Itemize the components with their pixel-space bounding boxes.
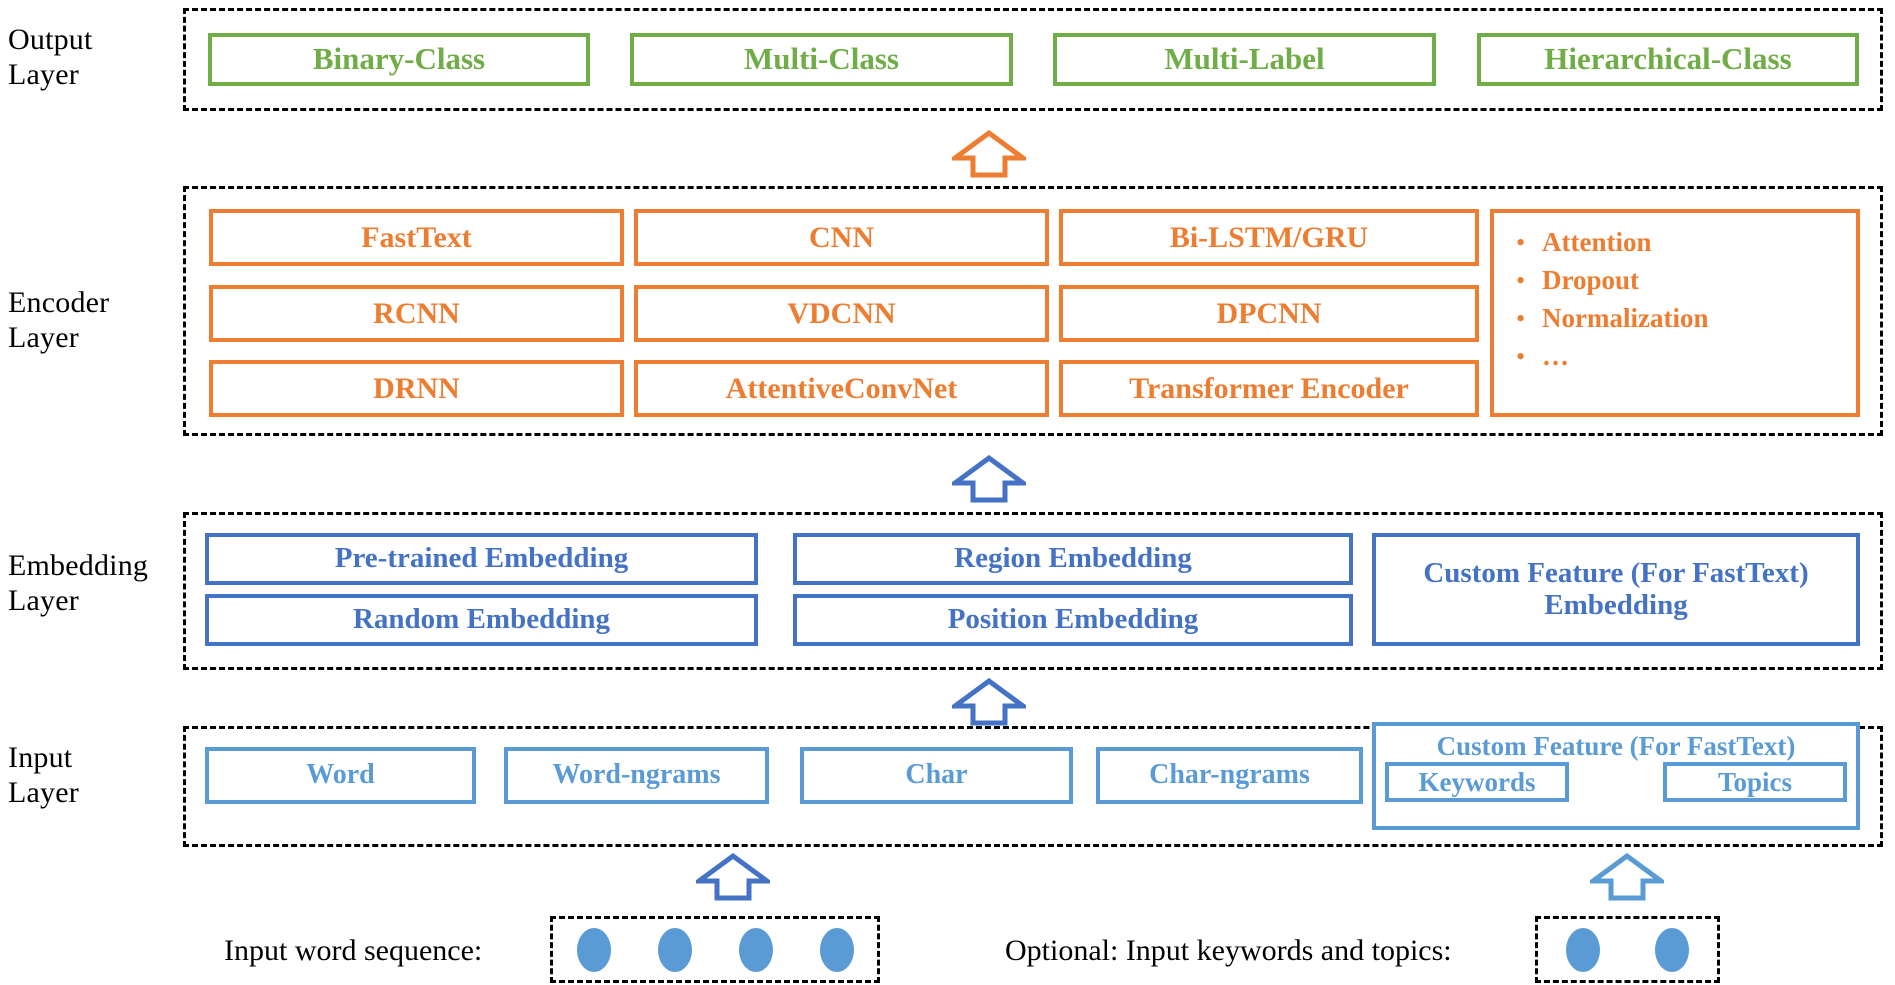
embedding-cell-custom-feature[interactable]: Custom Feature (For FastText) Embedding bbox=[1372, 533, 1860, 646]
output-cell-binary-class[interactable]: Binary-Class bbox=[208, 33, 590, 86]
input-custom-sub-topics[interactable]: Topics bbox=[1663, 762, 1847, 803]
encoder-cell-label: DRNN bbox=[373, 372, 460, 405]
input-cell-char-ngrams[interactable]: Char-ngrams bbox=[1096, 747, 1363, 804]
encoder-cell-dpcnn[interactable]: DPCNN bbox=[1059, 285, 1479, 342]
input-cell-label: Char bbox=[905, 759, 968, 791]
caption-input-word-sequence: Input word sequence: bbox=[224, 934, 483, 967]
input-custom-sub-keywords[interactable]: Keywords bbox=[1385, 762, 1569, 803]
token-dot-icon bbox=[657, 927, 692, 972]
encoder-extra-item-normalization[interactable]: • Normalization bbox=[1516, 303, 1856, 341]
encoder-cell-cnn[interactable]: CNN bbox=[634, 209, 1049, 266]
bullet-icon: • bbox=[1516, 228, 1526, 257]
encoder-cell-transformer-encoder[interactable]: Transformer Encoder bbox=[1059, 360, 1479, 417]
output-cell-label: Multi-Label bbox=[1164, 41, 1325, 77]
embedding-cell-label: Custom Feature (For FastText) Embedding bbox=[1423, 556, 1809, 621]
encoder-cell-fasttext[interactable]: FastText bbox=[209, 209, 624, 266]
encoder-cell-label: DPCNN bbox=[1216, 297, 1322, 330]
embedding-cell-label: Position Embedding bbox=[947, 603, 1199, 636]
caption-optional-keywords-topics: Optional: Input keywords and topics: bbox=[1005, 934, 1452, 967]
output-cell-multi-label[interactable]: Multi-Label bbox=[1053, 33, 1436, 86]
encoder-extra-item-attention[interactable]: • Attention bbox=[1516, 227, 1856, 265]
embedding-cell-position[interactable]: Position Embedding bbox=[793, 594, 1353, 646]
input-cell-label: Word bbox=[306, 759, 375, 791]
encoder-extra-label: Dropout bbox=[1542, 265, 1640, 295]
input-custom-feature-title: Custom Feature (For FastText) bbox=[1436, 731, 1796, 761]
bullet-icon: • bbox=[1516, 266, 1526, 295]
token-dot-icon bbox=[1565, 927, 1600, 972]
layer-label-output: Output Layer bbox=[8, 23, 93, 92]
arrow-keywords-to-input-icon bbox=[1585, 852, 1669, 906]
layer-label-encoder: Encoder Layer bbox=[8, 286, 110, 355]
encoder-cell-label: Bi-LSTM/GRU bbox=[1169, 221, 1369, 254]
encoder-extra-label: Normalization bbox=[1542, 303, 1709, 333]
input-cell-word-ngrams[interactable]: Word-ngrams bbox=[504, 747, 769, 804]
input-cell-label: Word-ngrams bbox=[552, 759, 721, 791]
output-cell-label: Multi-Class bbox=[744, 41, 899, 77]
encoder-cell-label: RCNN bbox=[373, 297, 460, 330]
encoder-extra-item-ellipsis[interactable]: • … bbox=[1516, 341, 1856, 379]
layer-label-input: Input Layer bbox=[8, 741, 79, 810]
input-custom-sub-label: Topics bbox=[1717, 766, 1793, 797]
encoder-cell-rcnn[interactable]: RCNN bbox=[209, 285, 624, 342]
output-cell-label: Hierarchical-Class bbox=[1544, 41, 1792, 77]
encoder-cell-label: AttentiveConvNet bbox=[725, 372, 958, 405]
encoder-cell-drnn[interactable]: DRNN bbox=[209, 360, 624, 417]
keywords-topics-token-group[interactable] bbox=[1535, 916, 1720, 983]
encoder-cell-attentiveconvnet[interactable]: AttentiveConvNet bbox=[634, 360, 1049, 417]
embedding-cell-pre-trained[interactable]: Pre-trained Embedding bbox=[205, 533, 758, 585]
input-custom-feature-box[interactable]: Custom Feature (For FastText) Keywords T… bbox=[1372, 722, 1860, 830]
encoder-extra-label: Attention bbox=[1542, 227, 1652, 257]
layer-label-embedding: Embedding Layer bbox=[8, 549, 149, 618]
token-dot-icon bbox=[576, 927, 611, 972]
word-sequence-token-group[interactable] bbox=[550, 916, 880, 983]
bullet-icon: • bbox=[1516, 342, 1526, 371]
encoder-cell-label: VDCNN bbox=[787, 297, 896, 330]
token-dot-icon bbox=[738, 927, 773, 972]
encoder-cell-label: Transformer Encoder bbox=[1129, 372, 1409, 405]
output-cell-multi-class[interactable]: Multi-Class bbox=[630, 33, 1013, 86]
arrow-sequence-to-input-icon bbox=[691, 852, 775, 906]
input-cell-label: Char-ngrams bbox=[1149, 759, 1310, 791]
input-cell-word[interactable]: Word bbox=[205, 747, 476, 804]
encoder-cell-bilstm-gru[interactable]: Bi-LSTM/GRU bbox=[1059, 209, 1479, 266]
output-cell-label: Binary-Class bbox=[312, 41, 486, 77]
token-dot-icon bbox=[819, 927, 854, 972]
encoder-extra-item-dropout[interactable]: • Dropout bbox=[1516, 265, 1856, 303]
bullet-icon: • bbox=[1516, 304, 1526, 333]
embedding-cell-random[interactable]: Random Embedding bbox=[205, 594, 758, 646]
token-dot-icon bbox=[1655, 927, 1690, 972]
arrow-input-to-embedding-icon bbox=[947, 677, 1031, 731]
embedding-cell-label: Region Embedding bbox=[954, 542, 1192, 575]
input-cell-char[interactable]: Char bbox=[800, 747, 1073, 804]
arrow-embedding-to-encoder-icon bbox=[947, 454, 1031, 508]
input-custom-sub-label: Keywords bbox=[1418, 766, 1536, 797]
encoder-cell-label: FastText bbox=[361, 221, 472, 254]
encoder-extra-label: … bbox=[1542, 341, 1569, 371]
embedding-cell-label: Pre-trained Embedding bbox=[334, 542, 629, 575]
encoder-cell-label: CNN bbox=[809, 221, 874, 254]
encoder-cell-vdcnn[interactable]: VDCNN bbox=[634, 285, 1049, 342]
embedding-cell-region[interactable]: Region Embedding bbox=[793, 533, 1353, 585]
encoder-extras-box[interactable]: • Attention • Dropout • Normalization • … bbox=[1490, 209, 1860, 417]
arrow-encoder-to-output-icon bbox=[947, 129, 1031, 183]
embedding-cell-label: Random Embedding bbox=[352, 603, 611, 636]
output-cell-hierarchical-class[interactable]: Hierarchical-Class bbox=[1477, 33, 1859, 86]
